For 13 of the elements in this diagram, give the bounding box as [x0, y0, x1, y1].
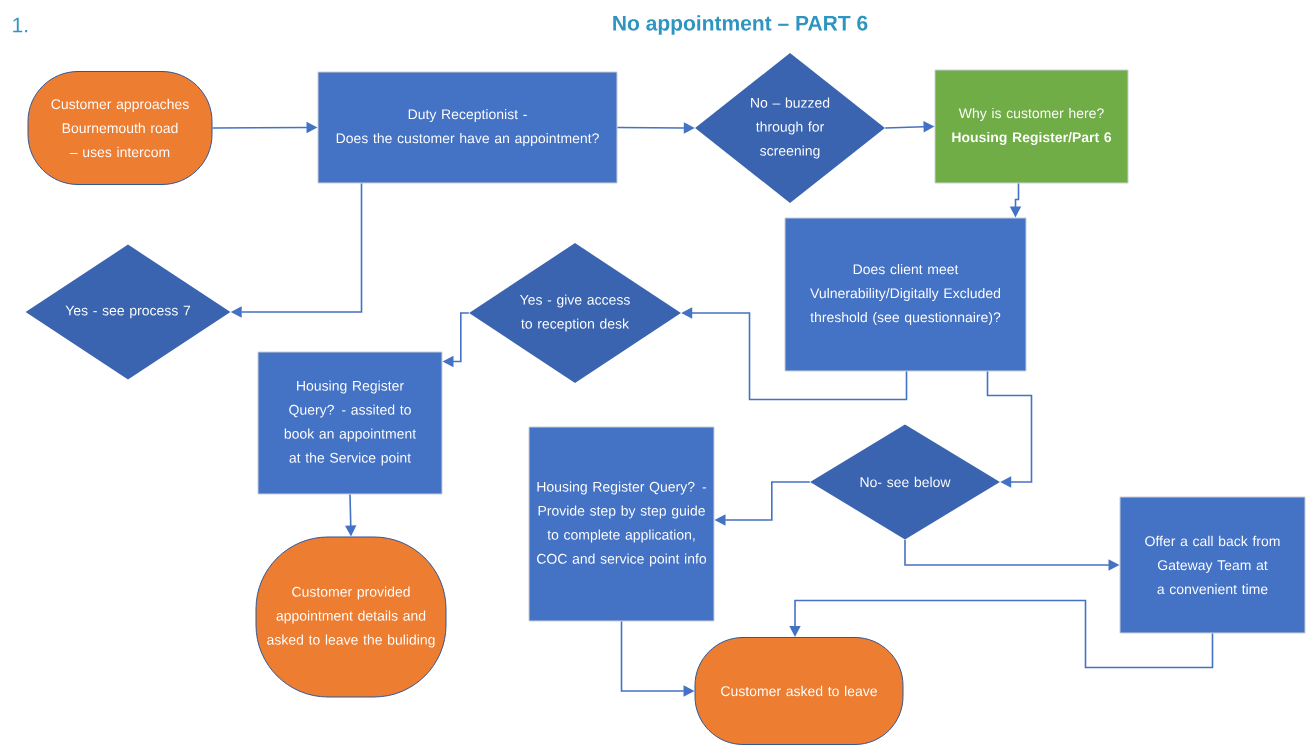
process-box: Housing Register Query? - assited to book an appointment at the Service point [257, 351, 443, 495]
terminator-box: Customer approaches Bournemouth road – uses intercom [27, 71, 213, 185]
terminator-box: Customer provided appointment details and asked to leave the buliding [255, 536, 447, 698]
title: No appointment – PART 6 [613, 15, 868, 35]
section-number: 1. [13, 17, 28, 33]
process-box: Does client meet Vulnerability/Digitally Excluded threshold (see questionnaire)? [784, 217, 1027, 372]
arrow [789, 599, 1214, 669]
process-box: Offer a call back from Gateway Team at a convenient time [1119, 496, 1306, 634]
process-box: Duty Receptionist - Does the customer have an appointment? [317, 71, 618, 184]
process-box: Housing Register Query? - Provide step by step guide to complete application, COC and service point info [528, 426, 715, 622]
process-box: Why is customer here? Housing Register/Part 6 [934, 69, 1129, 184]
arrow [986, 370, 1033, 488]
terminator-box: Customer asked to leave [694, 637, 904, 745]
